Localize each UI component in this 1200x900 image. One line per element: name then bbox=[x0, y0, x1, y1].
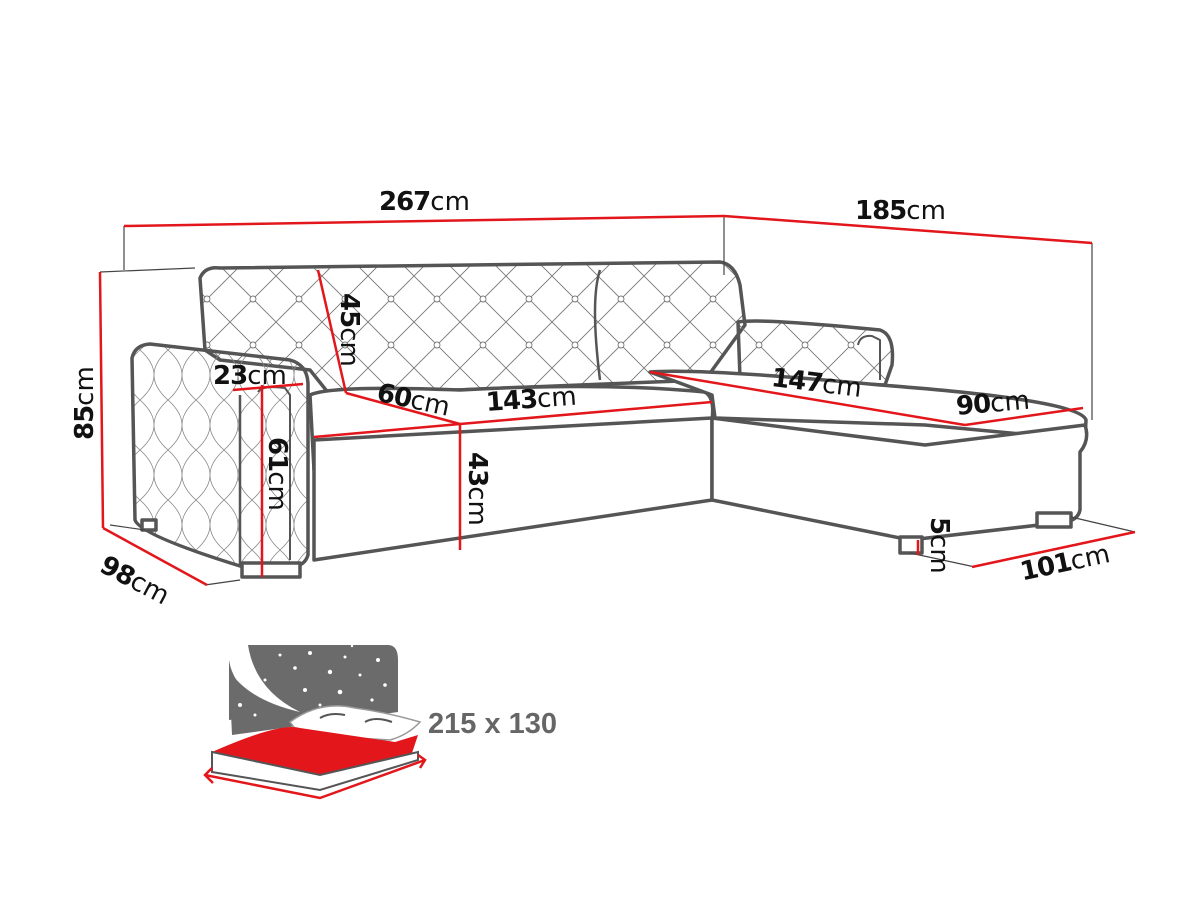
dim-line-main-front bbox=[313, 422, 461, 439]
main-base bbox=[312, 416, 714, 562]
dimension-lines bbox=[98, 214, 1136, 587]
dim-line-143 bbox=[459, 400, 713, 426]
dim-line-267 bbox=[123, 214, 725, 228]
label-leg-height: 5cm bbox=[924, 517, 954, 574]
dim-line-185 bbox=[723, 214, 1093, 245]
dim-line-98 bbox=[102, 526, 208, 587]
bed-night-icon bbox=[203, 644, 427, 800]
dim-line-85 bbox=[98, 271, 105, 529]
extension-lines bbox=[99, 216, 1136, 586]
dim-line-23 bbox=[232, 382, 304, 392]
dim-line-147 bbox=[649, 370, 966, 427]
dim-line-101 bbox=[971, 530, 1136, 569]
dim-line-90 bbox=[964, 406, 1084, 427]
label-seat-width: 143cm bbox=[484, 381, 578, 418]
leg bbox=[1035, 511, 1073, 529]
label-chaise-length: 185cm bbox=[855, 196, 946, 226]
leg bbox=[140, 518, 158, 532]
label-armrest-width: 23cm bbox=[213, 361, 287, 391]
leg bbox=[240, 561, 302, 579]
left-armrest bbox=[130, 342, 310, 568]
label-backrest-height: 45cm bbox=[334, 293, 364, 367]
label-total-width: 267cm bbox=[379, 187, 470, 217]
label-height: 85cm bbox=[70, 366, 100, 440]
chaise-back-cushion bbox=[736, 319, 895, 387]
label-chaise-seat-width: 90cm bbox=[954, 385, 1031, 422]
dim-line-60 bbox=[345, 391, 461, 426]
sofa-outline bbox=[130, 260, 1089, 579]
label-armrest-height: 61cm bbox=[262, 437, 292, 511]
label-seat-height: 43cm bbox=[462, 452, 492, 526]
dim-line-45 bbox=[316, 269, 348, 394]
chaise-base bbox=[710, 416, 1089, 542]
sleeping-area-label: 215 x 130 bbox=[428, 708, 558, 740]
